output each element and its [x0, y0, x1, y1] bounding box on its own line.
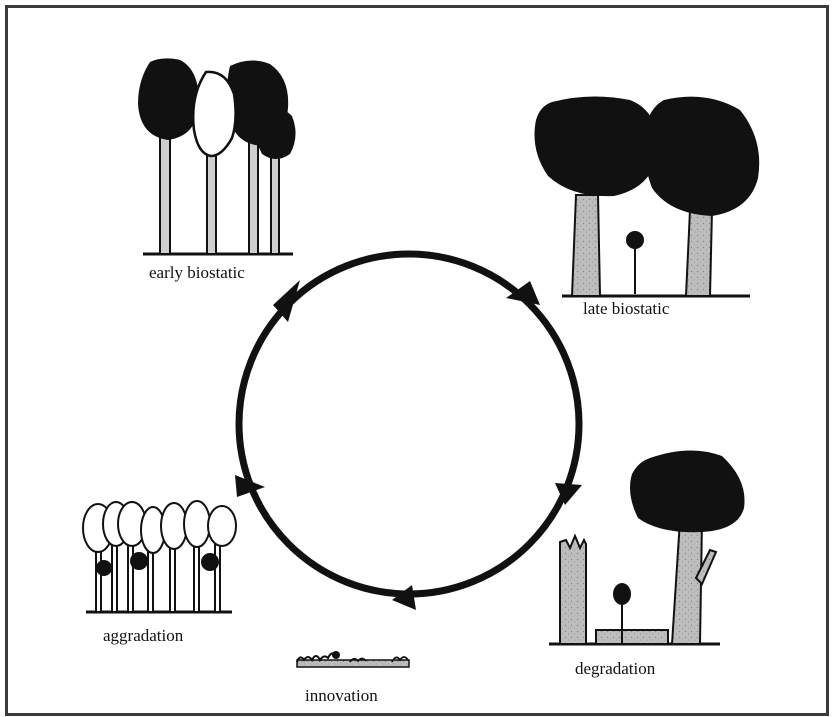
label-innovation: innovation	[305, 686, 378, 705]
cycle-arrows	[235, 280, 582, 610]
late-biostatic-trees	[534, 96, 760, 298]
label-late-biostatic: late biostatic	[583, 299, 670, 318]
label-early-biostatic: early biostatic	[149, 263, 245, 282]
label-aggradation: aggradation	[103, 626, 184, 645]
aggradation-trees	[82, 500, 237, 614]
innovation-seedlings	[296, 651, 410, 668]
arrow-late-to-degradation	[555, 483, 582, 505]
arrow-innovation-to-aggradation	[235, 475, 265, 497]
degradation-trees	[549, 450, 745, 646]
arrow-degradation-to-innovation	[392, 585, 416, 610]
label-degradation: degradation	[575, 659, 656, 678]
arrow-early-to-late	[506, 281, 540, 305]
arrow-aggradation-to-early	[273, 280, 300, 322]
early-biostatic-trees	[138, 58, 296, 256]
